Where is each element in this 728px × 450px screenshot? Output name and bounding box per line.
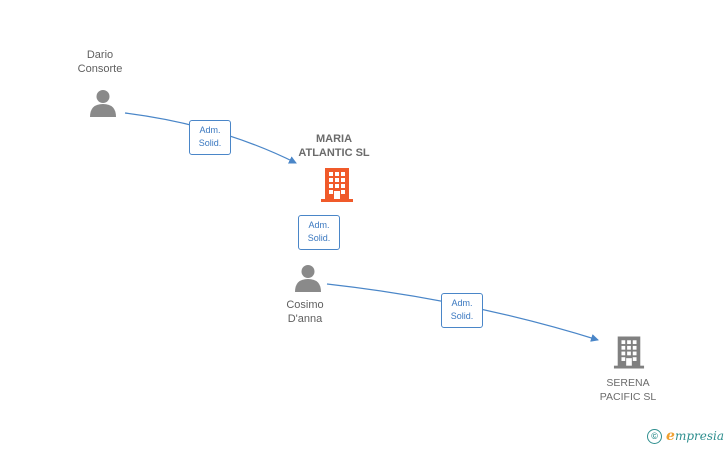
company-name-line: PACIFIC SL [599,391,657,403]
edge-label-line: Solid. [198,138,222,148]
building-icon[interactable] [613,335,645,370]
edge-label-role[interactable]: Adm. Solid. [298,215,340,250]
person-icon[interactable] [88,88,118,118]
company-name-maria[interactable]: MARIA ATLANTIC SL [284,132,384,160]
edge-label-line: Adm. [308,220,330,230]
brand-logo: empresia [666,428,724,444]
brand-name: mpresia [674,429,724,443]
company-name-line: MARIA [315,133,353,145]
person-icon[interactable] [293,263,323,293]
company-name-line: SERENA [606,377,650,389]
building-icon[interactable] [320,167,354,203]
person-name-line: D'anna [287,313,323,325]
brand-initial: e [666,428,675,444]
person-name-cosimo[interactable]: Cosimo D'anna [265,298,345,326]
person-name-dario[interactable]: Dario Consorte [60,48,140,76]
copyright-icon: © [647,428,663,444]
person-name-line: Dario [86,49,114,61]
empresia-watermark: © empresia [647,428,724,444]
edge-label-line: Solid. [450,311,474,321]
edge-label-role[interactable]: Adm. Solid. [441,293,483,328]
edge-label-role[interactable]: Adm. Solid. [189,120,231,155]
edge-label-line: Solid. [307,233,331,243]
company-name-line: ATLANTIC SL [298,147,370,159]
company-name-serena[interactable]: SERENA PACIFIC SL [578,376,678,404]
edge-label-line: Adm. [199,125,221,135]
person-name-line: Consorte [77,63,123,75]
person-name-line: Cosimo [286,299,324,311]
edge-label-line: Adm. [451,298,473,308]
